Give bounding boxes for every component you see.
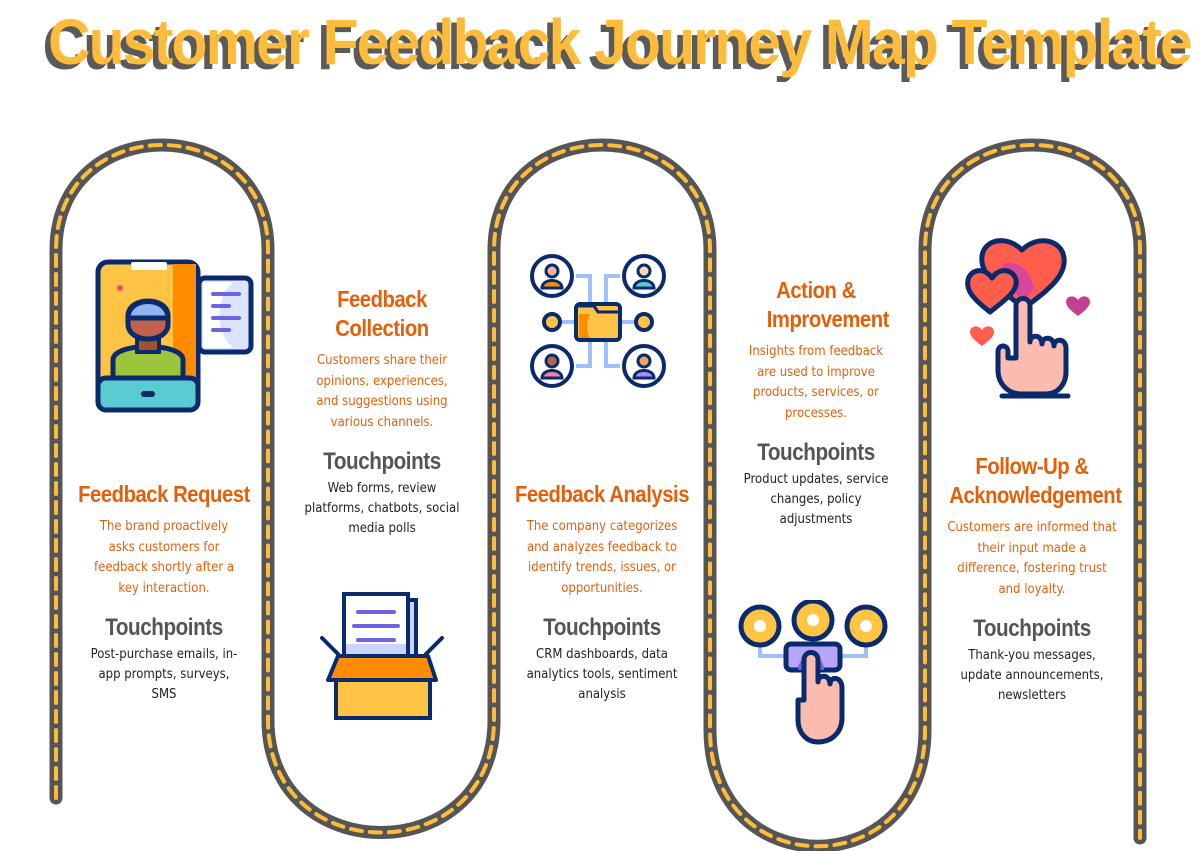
touch-select-icon <box>738 600 888 745</box>
touchpoints-heading: Touchpoints <box>757 439 875 466</box>
stage-title: Feedback Collection <box>335 286 429 341</box>
stage-title: Feedback Request <box>78 481 250 507</box>
stage-feedback-collection: Feedback Collection Customers share thei… <box>278 285 486 539</box>
touchpoints-heading: Touchpoints <box>973 615 1091 642</box>
road-path <box>49 138 1147 851</box>
phone-video-chat-icon <box>95 259 254 413</box>
stage-action-improvement: Action & Improvement Insights from feedb… <box>720 276 912 530</box>
touchpoints-text: Product updates, service changes, policy… <box>743 472 889 527</box>
touchpoints-text: Thank-you messages, update announcements… <box>960 648 1104 703</box>
stage-description: Customers share their opinions, experien… <box>316 353 448 430</box>
stage-title: Action & Improvement <box>766 277 890 332</box>
touchpoints-heading: Touchpoints <box>323 448 441 475</box>
stage-description: The company categorizes and analyzes fee… <box>526 519 678 596</box>
hand-hearts-icon <box>965 238 1090 399</box>
stage-feedback-request: Feedback Request The brand proactively a… <box>66 480 262 705</box>
touchpoints-text: Web forms, review platforms, chatbots, s… <box>304 481 460 536</box>
stage-feedback-analysis: Feedback Analysis The company categorize… <box>502 480 702 705</box>
touchpoints-text: Post-purchase emails, in-app prompts, su… <box>90 647 238 702</box>
stage-description: Insights from feedback are used to impro… <box>748 344 884 421</box>
document-box-icon <box>320 592 444 720</box>
page-title: Customer Feedback Journey Map Template <box>48 6 1193 78</box>
stage-title: Feedback Analysis <box>514 481 690 507</box>
touchpoints-heading: Touchpoints <box>105 614 223 641</box>
network-folder-icon <box>530 254 666 388</box>
stage-title: Follow-Up & Acknowledgement <box>949 453 1122 508</box>
touchpoints-heading: Touchpoints <box>543 614 661 641</box>
stage-description: The brand proactively asks customers for… <box>93 519 235 596</box>
header: Customer Feedback Journey Map Template <box>0 0 1200 90</box>
touchpoints-text: CRM dashboards, data analytics tools, se… <box>526 647 678 702</box>
stage-description: Customers are informed that their input … <box>947 520 1117 597</box>
stage-follow-up: Follow-Up & Acknowledgement Customers ar… <box>934 452 1130 706</box>
